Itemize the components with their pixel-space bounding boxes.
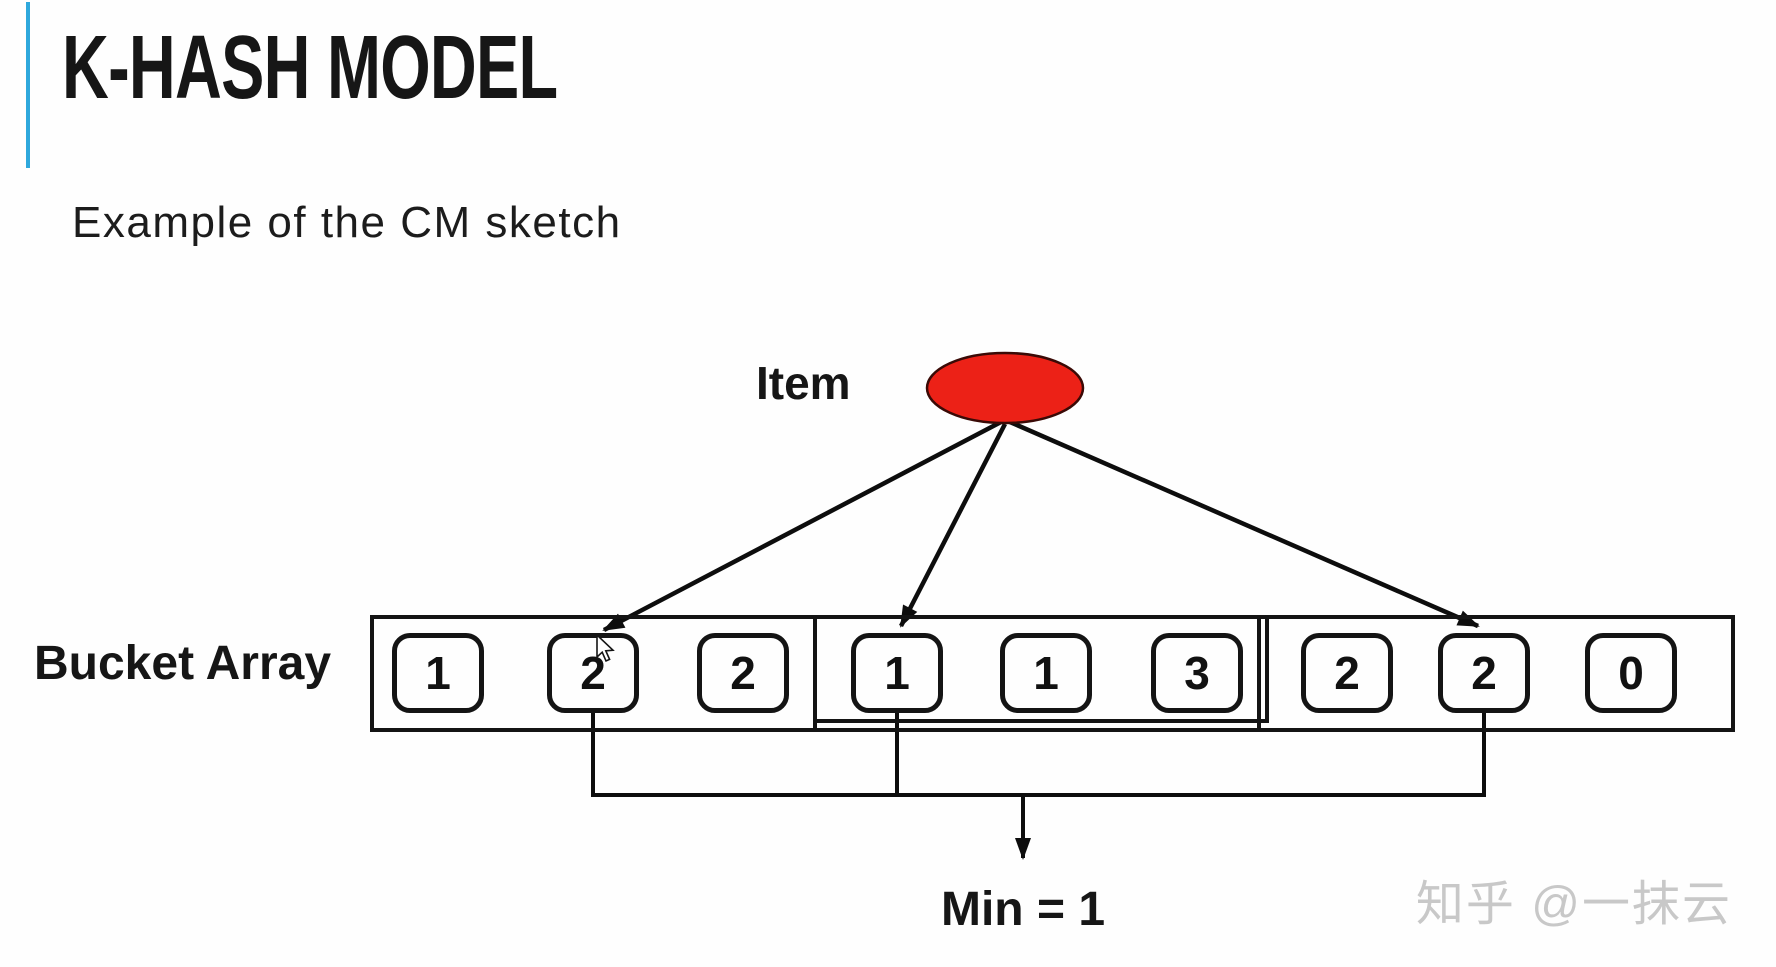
bucket-cell-6: 3: [1151, 633, 1243, 713]
bucket-cell-4: 1: [851, 633, 943, 713]
bucket-cell-3: 2: [697, 633, 789, 713]
hash-arrow-3: [1009, 419, 1480, 629]
watermark: 知乎 @一抹云: [1415, 878, 1732, 931]
bucket-cell-2: 2: [547, 633, 639, 713]
item-label: Item: [756, 357, 851, 409]
bucket-cell-8: 2: [1438, 633, 1530, 713]
min-result-label: Min = 1: [940, 883, 1106, 936]
mouse-cursor-icon: [596, 634, 615, 663]
bucket-cell-5: 1: [1000, 633, 1092, 713]
bucket-array-label: Bucket Array: [34, 637, 332, 690]
bucket-cell-1: 1: [392, 633, 484, 713]
accent-bar: [26, 2, 30, 168]
bucket-cell-9: 0: [1585, 633, 1677, 713]
slide-title: K-HASH MODEL: [62, 18, 558, 118]
segment-divider-1: [813, 615, 817, 732]
item-ellipse: [925, 351, 1085, 425]
segment-divider-2: [1257, 615, 1261, 732]
hash-arrow-2: [898, 422, 1008, 628]
bucket-cell-7: 2: [1301, 633, 1393, 713]
hash-arrow-1: [602, 420, 1003, 632]
slide-subtitle: Example of the CM sketch: [72, 198, 622, 247]
